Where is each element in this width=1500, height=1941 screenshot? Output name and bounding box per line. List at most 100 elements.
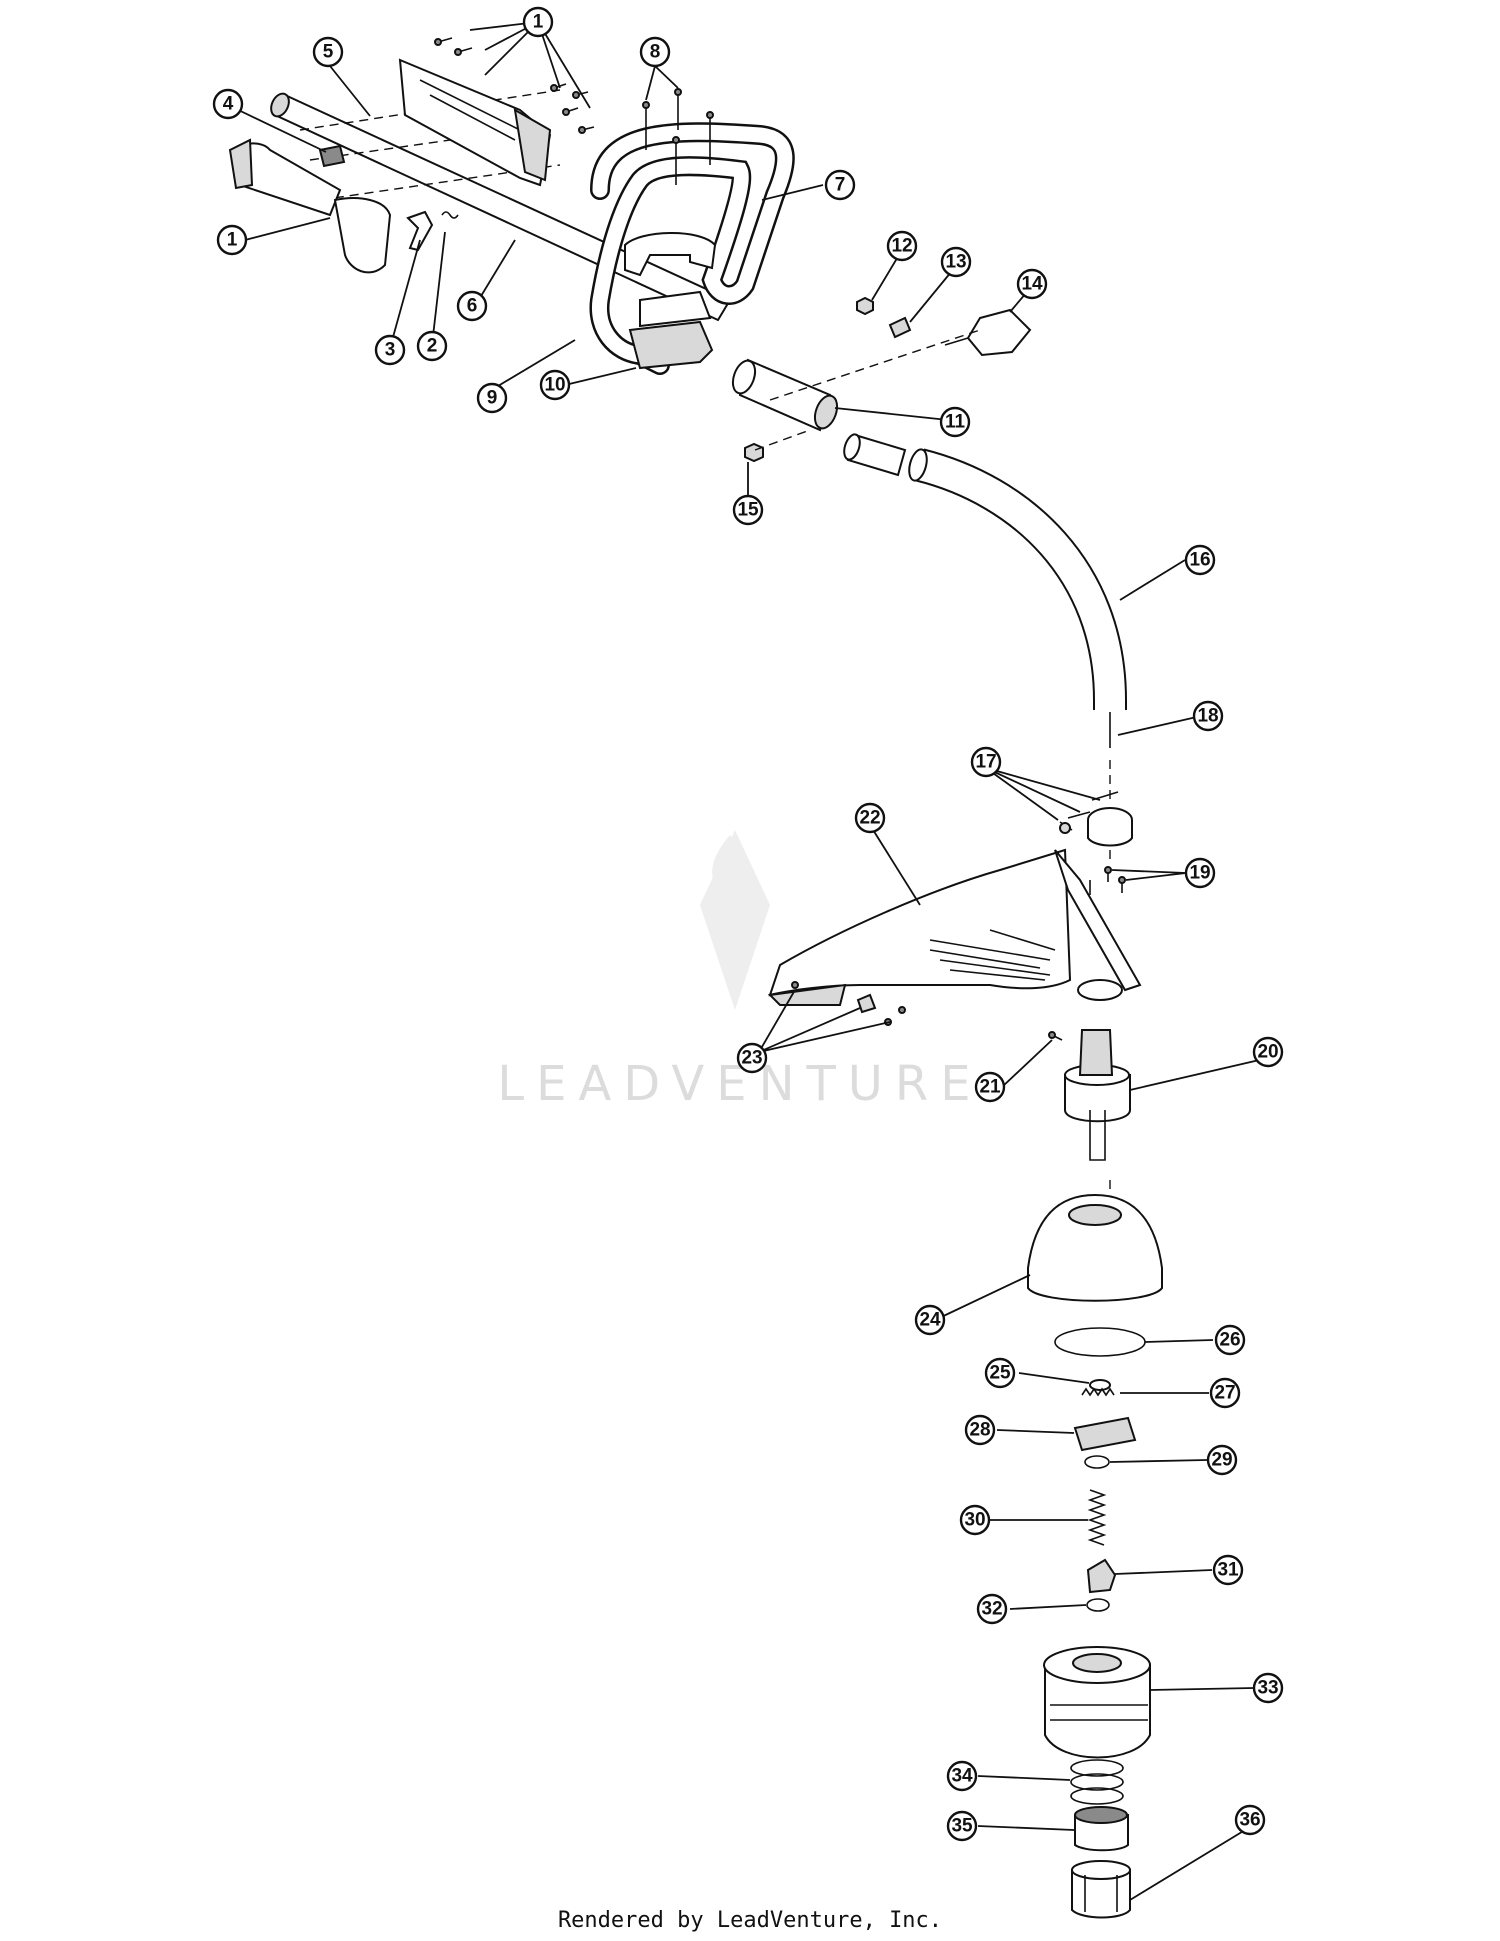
- svg-text:8: 8: [650, 42, 661, 63]
- svg-text:20: 20: [1257, 1042, 1278, 1063]
- callout-29: 29: [1206, 1444, 1238, 1476]
- callout-33: 33: [1252, 1672, 1284, 1704]
- part-screws-19: [1089, 866, 1126, 895]
- part-button-31: [1086, 1558, 1117, 1594]
- svg-text:6: 6: [467, 296, 478, 317]
- part-spring-27: [1081, 1387, 1115, 1397]
- part-washer-25: [1089, 1379, 1111, 1391]
- svg-text:5: 5: [323, 42, 334, 63]
- part-spring-2: [441, 211, 459, 219]
- callout-28: 28: [964, 1414, 996, 1446]
- part-nut-12: [856, 296, 874, 316]
- watermark-text: LEADVENTURE: [497, 1056, 982, 1112]
- callout-21: 21: [974, 1071, 1006, 1103]
- watermark-logo-icon: [700, 830, 770, 1010]
- svg-text:3: 3: [385, 340, 396, 361]
- part-ring-32: [1086, 1598, 1110, 1612]
- callout-30: 30: [959, 1504, 991, 1536]
- svg-text:15: 15: [737, 500, 759, 521]
- part-knob-14: [944, 308, 1032, 357]
- part-clamp-17: [1059, 791, 1133, 847]
- callout-10: 10: [539, 369, 571, 401]
- svg-text:4: 4: [223, 94, 234, 115]
- callout-3: 3: [374, 334, 406, 366]
- part-fasteners-23: [791, 981, 906, 1026]
- callout-27: 27: [1209, 1377, 1241, 1409]
- svg-text:21: 21: [979, 1077, 1001, 1098]
- part-pin-13: [888, 316, 912, 339]
- svg-text:12: 12: [891, 236, 912, 257]
- svg-text:24: 24: [919, 1310, 941, 1331]
- part-guard-22: [767, 848, 1142, 1006]
- part-screw-21: [1048, 1031, 1063, 1041]
- part-holder-28: [1073, 1416, 1137, 1452]
- callout-32: 32: [976, 1593, 1008, 1625]
- callouts: 1 1 2 3 4 5 6 7 8 9 10 11 12 13 14 15 16…: [212, 6, 1284, 1842]
- part-nut-15: [744, 442, 764, 463]
- svg-text:13: 13: [945, 252, 966, 273]
- svg-text:18: 18: [1197, 706, 1218, 727]
- svg-text:32: 32: [981, 1599, 1002, 1620]
- part-screws-8: [642, 88, 714, 185]
- callout-31: 31: [1212, 1554, 1244, 1586]
- part-clip-29: [1084, 1455, 1110, 1469]
- svg-text:25: 25: [989, 1363, 1011, 1384]
- svg-text:30: 30: [964, 1510, 985, 1531]
- part-gearbox-20: [1064, 1029, 1131, 1161]
- svg-text:1: 1: [227, 230, 238, 251]
- callout-2: 2: [416, 330, 448, 362]
- part-spring-34: [1070, 1759, 1124, 1805]
- svg-text:1: 1: [533, 12, 544, 33]
- callout-17: 17: [970, 746, 1002, 778]
- svg-text:27: 27: [1214, 1383, 1235, 1404]
- callout-26: 26: [1214, 1324, 1246, 1356]
- svg-text:2: 2: [427, 336, 438, 357]
- part-trigger-3: [406, 210, 434, 252]
- part-handle-half-1: [228, 138, 392, 274]
- part-spring-30: [1087, 1489, 1107, 1546]
- part-knob-36: [1071, 1860, 1131, 1919]
- callout-6: 6: [456, 290, 488, 322]
- svg-text:33: 33: [1257, 1678, 1278, 1699]
- svg-text:16: 16: [1189, 550, 1210, 571]
- callout-22: 22: [854, 802, 886, 834]
- svg-text:7: 7: [835, 175, 846, 196]
- callout-1-left: 1: [216, 224, 248, 256]
- svg-text:10: 10: [544, 375, 565, 396]
- svg-text:36: 36: [1239, 1810, 1260, 1831]
- callout-1-top: 1: [522, 6, 554, 38]
- svg-text:11: 11: [945, 412, 966, 433]
- callout-23: 23: [736, 1042, 768, 1074]
- callout-14: 14: [1016, 268, 1048, 300]
- callout-7: 7: [824, 169, 856, 201]
- svg-text:29: 29: [1211, 1450, 1232, 1471]
- part-switch-4: [318, 144, 346, 168]
- callout-19: 19: [1184, 857, 1216, 889]
- svg-text:9: 9: [487, 388, 498, 409]
- svg-text:34: 34: [951, 1766, 973, 1787]
- part-handle-half-1-top: [398, 58, 552, 187]
- footer-credit: Rendered by LeadVenture, Inc.: [557, 1908, 943, 1933]
- svg-text:28: 28: [969, 1420, 990, 1441]
- callout-13: 13: [940, 246, 972, 278]
- callout-20: 20: [1252, 1036, 1284, 1068]
- svg-text:26: 26: [1219, 1330, 1240, 1351]
- part-bearing-35: [1074, 1806, 1129, 1852]
- callout-5: 5: [312, 36, 344, 68]
- part-insert-11: [843, 433, 907, 477]
- callout-16: 16: [1184, 544, 1216, 576]
- part-clamp-10: [628, 290, 714, 370]
- callout-8: 8: [639, 36, 671, 68]
- svg-text:14: 14: [1021, 274, 1043, 295]
- callout-15: 15: [732, 494, 764, 526]
- callout-18: 18: [1192, 700, 1224, 732]
- svg-text:22: 22: [859, 808, 880, 829]
- callout-11: 11: [939, 406, 971, 438]
- leader-lines: [229, 21, 1269, 1901]
- callout-4: 4: [212, 88, 244, 120]
- svg-text:35: 35: [951, 1816, 973, 1837]
- part-gasket-26: [1054, 1327, 1146, 1357]
- callout-12: 12: [886, 230, 918, 262]
- callout-34: 34: [946, 1760, 978, 1792]
